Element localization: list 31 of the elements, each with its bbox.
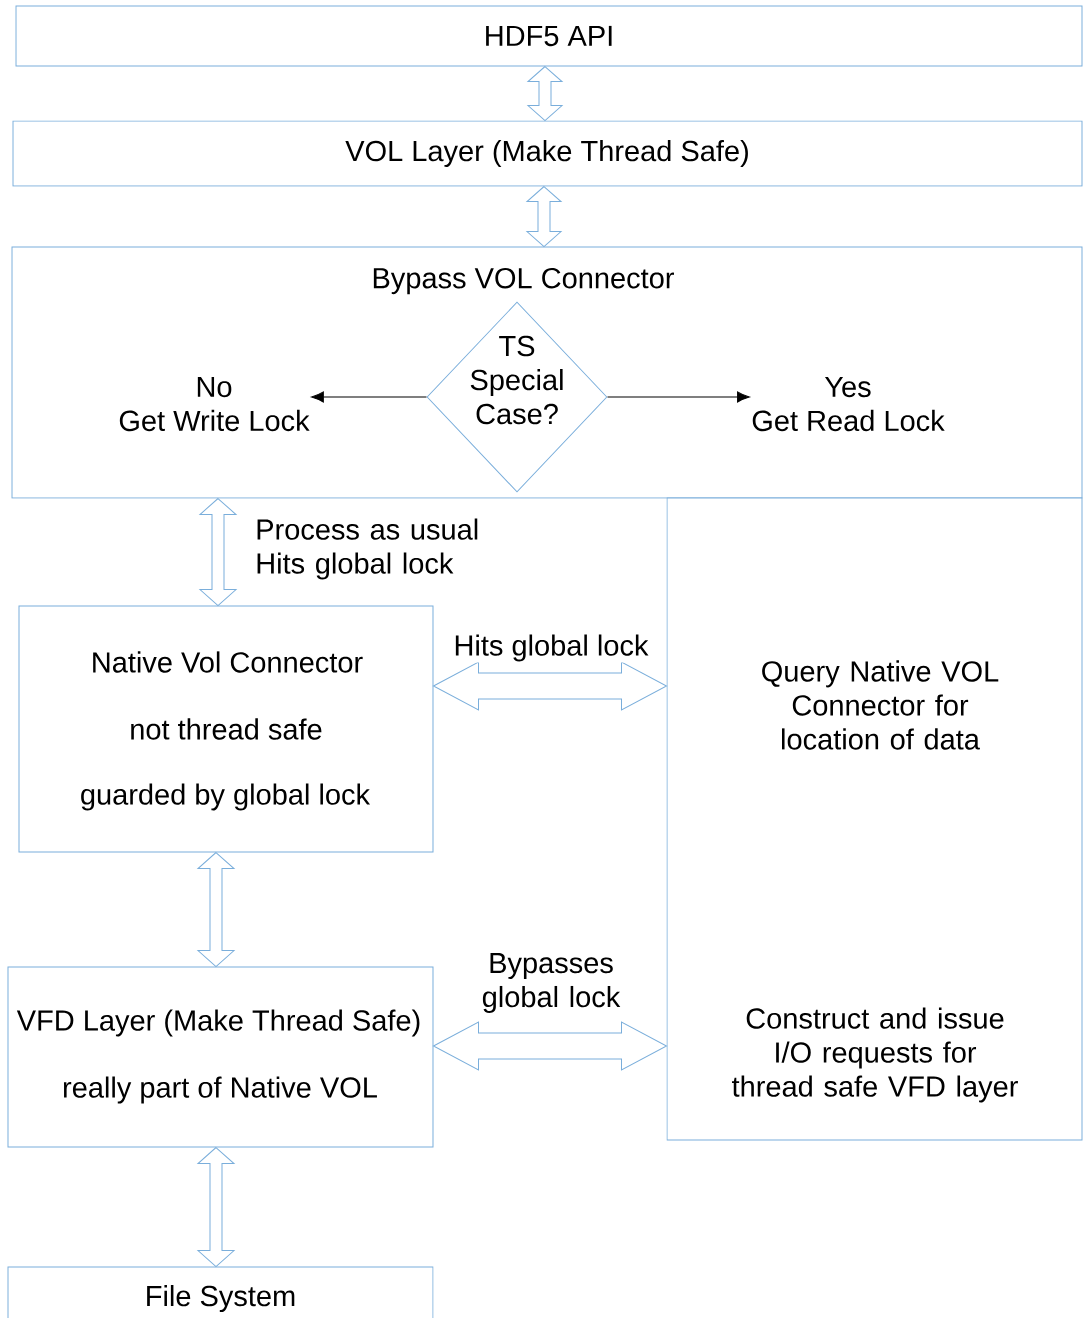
edge-label: Process as usual Hits global lock — [254, 517, 497, 581]
double-arrow — [433, 1021, 667, 1071]
box-text: Native Vol Connector — [93, 651, 363, 673]
box-heading: Bypass VOL Connector — [373, 267, 674, 295]
outcome-text: Yes Get Read Lock — [752, 376, 945, 432]
process-box — [18, 605, 434, 853]
process-box — [11, 246, 1083, 499]
diamond-text: TS Special Case? — [470, 335, 563, 425]
box-text: Query Native VOL Connector for location of data — [762, 660, 999, 750]
edge-label: Hits global lock — [452, 633, 650, 663]
layer-box: File System — [7, 1266, 434, 1318]
process-box — [7, 966, 434, 1148]
double-arrow — [526, 186, 562, 247]
double-arrow — [197, 852, 235, 967]
edge-label: Bypasses global lock — [470, 952, 632, 1014]
box-text: Construct and issue I/O requests for thread safe VFD layer — [732, 1007, 1018, 1103]
decision-diamond — [426, 301, 608, 493]
layer-box: HDF5 API — [15, 5, 1083, 67]
box-text: VFD Layer (Make Thread Safe) — [16, 1009, 420, 1037]
arrow — [311, 391, 427, 403]
double-arrow — [433, 661, 667, 711]
outcome-text: No Get Write Lock — [119, 376, 310, 432]
box-text: guarded by global lock — [81, 783, 371, 811]
arrow — [607, 391, 750, 403]
layer-box: VOL Layer (Make Thread Safe) — [12, 120, 1083, 187]
double-arrow — [527, 66, 563, 121]
double-arrow — [197, 1147, 235, 1267]
process-box — [666, 497, 1083, 1141]
box-text: really part of Native VOL — [63, 1076, 377, 1104]
double-arrow — [199, 498, 237, 606]
box-text: not thread safe — [131, 718, 322, 740]
